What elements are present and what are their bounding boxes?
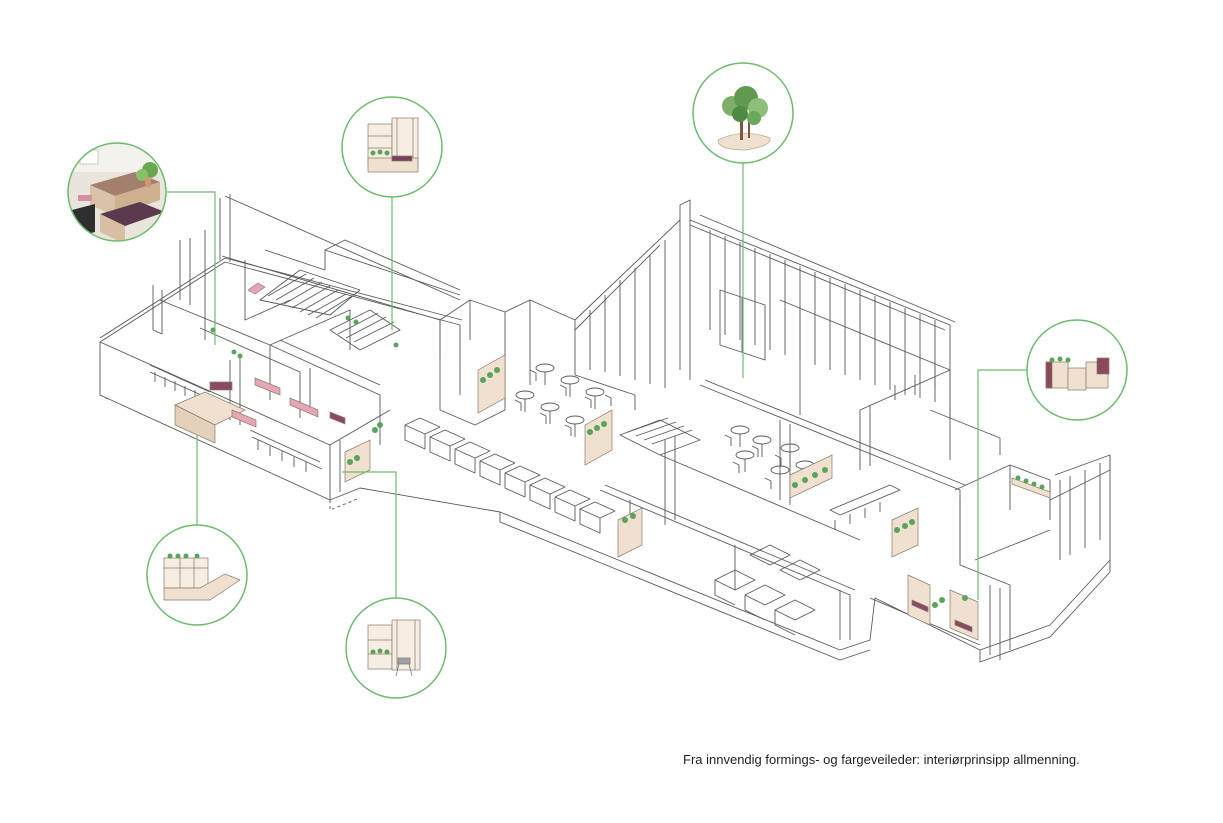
- leader-plant-frame-chair: [342, 471, 397, 600]
- lower-right-walls: [599, 379, 1111, 660]
- left-wing-walls: [99, 194, 463, 500]
- callout-shelf-bench: [341, 96, 443, 198]
- figure-caption: Fra innvendig formings- og fargeveileder…: [683, 752, 1080, 767]
- callout-leaders: [167, 162, 1028, 600]
- lounge-photo-icon: [68, 143, 166, 241]
- floor-slab: [99, 342, 1111, 663]
- plant-frame-module-icon: [367, 619, 421, 677]
- right-hall-walls: [689, 214, 1001, 470]
- leader-booth-seating: [977, 369, 1028, 600]
- callout-tree-planter: [692, 62, 794, 164]
- plant-accents: [210, 315, 1045, 608]
- booth-module-icon: [1045, 356, 1110, 391]
- callout-booth-seating: [1026, 319, 1128, 421]
- callout-plant-frame-chair: [345, 597, 447, 699]
- cafe-tables: [149, 363, 901, 530]
- corridor-benches: [404, 417, 821, 636]
- corner-sofa-module-icon: [163, 553, 241, 601]
- tree-planter-icon: [717, 86, 771, 151]
- central-block-walls: [439, 199, 701, 456]
- callout-photo-lounge: [67, 142, 167, 242]
- callout-corner-sofa: [146, 524, 248, 626]
- shelf-bench-module-icon: [367, 117, 419, 173]
- leader-photo-lounge: [167, 191, 216, 345]
